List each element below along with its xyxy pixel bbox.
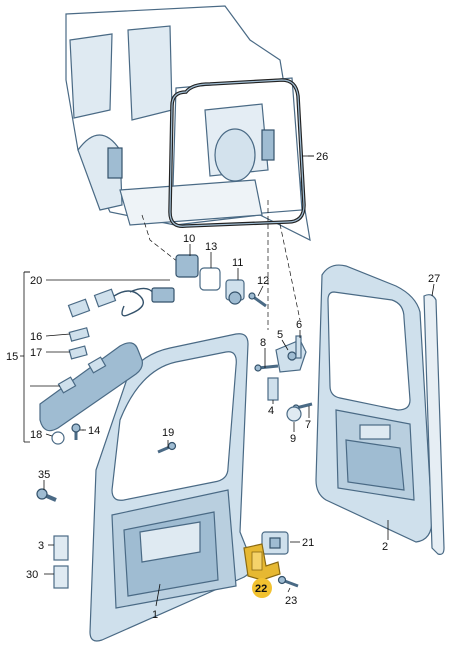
- washer-18: [51, 431, 65, 445]
- lock-10: [175, 254, 199, 278]
- callout-30: 30: [26, 569, 38, 581]
- callout-12: 12: [257, 275, 269, 287]
- callout-16: 16: [30, 331, 42, 343]
- callout-15: 15: [6, 351, 18, 363]
- callout-10: 10: [183, 233, 195, 245]
- rear-door-left-1: [89, 333, 253, 642]
- wiring-harness-20: [67, 287, 175, 318]
- bolt-14: [71, 423, 81, 440]
- callout-27: 27: [428, 273, 440, 285]
- callout-3: 3: [38, 540, 44, 552]
- bolt-35: [36, 488, 57, 502]
- callout-20: 20: [30, 275, 42, 287]
- gasket-13: [199, 267, 221, 291]
- callout-23: 23: [285, 595, 297, 607]
- callout-9: 9: [290, 433, 296, 445]
- striker-11: [225, 279, 245, 305]
- vehicle-body-illustration: [65, 5, 311, 242]
- pad-30: [53, 565, 69, 589]
- plate-4: [267, 377, 279, 401]
- bolt-12: [248, 292, 267, 308]
- callout-26: 26: [316, 151, 328, 163]
- callout-4: 4: [268, 405, 274, 417]
- callout-labels: 26 10 13 11 12 20 27 16 17 15 5 6 8 4 7 …: [6, 151, 440, 621]
- callout-7: 7: [305, 419, 311, 431]
- callout-17: 17: [30, 347, 42, 359]
- callout-5: 5: [277, 329, 283, 341]
- callout-2: 2: [382, 541, 388, 553]
- callout-21: 21: [302, 537, 314, 549]
- callout-18: 18: [30, 429, 42, 441]
- screw-19: [157, 441, 177, 454]
- callout-6: 6: [296, 319, 302, 331]
- callout-22: 22: [255, 583, 267, 595]
- pin-6: [295, 335, 302, 359]
- pad-3: [53, 535, 69, 561]
- highlight-marker-22: [252, 578, 272, 598]
- callout-13: 13: [205, 241, 217, 253]
- screw-8: [254, 364, 279, 372]
- cover-21: [261, 531, 289, 555]
- callout-19: 19: [162, 427, 174, 439]
- trim-strip-27: [423, 294, 445, 555]
- door-stop-22-highlighted: [243, 543, 281, 581]
- label-dash-markers: [82, 155, 314, 431]
- clip-16: [68, 327, 90, 342]
- callout-35: 35: [38, 469, 50, 481]
- callout-8: 8: [260, 337, 266, 349]
- bolt-23: [277, 575, 299, 588]
- callout-11: 11: [232, 257, 243, 269]
- cap-9: [286, 406, 302, 422]
- callout-1: 1: [152, 609, 158, 621]
- callout-14: 14: [88, 425, 100, 437]
- handle-assembly-15: [39, 342, 143, 432]
- clip-17: [68, 345, 88, 360]
- rear-door-right-2: [315, 264, 433, 543]
